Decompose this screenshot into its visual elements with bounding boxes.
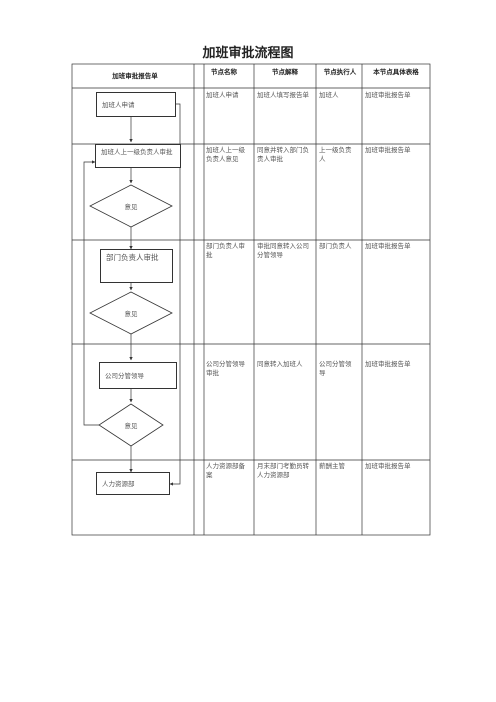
flow-box-company-leader: 公司分管领导: [99, 362, 177, 389]
flow-box-superior: 加班人上一级负责人审批: [95, 144, 181, 168]
row3-exec: 部门负责人: [319, 242, 352, 250]
header-node-name: 节点名称: [211, 68, 237, 76]
row2-form: 加班审批报告单: [365, 146, 411, 154]
header-node-form: 本节点具体表格: [373, 68, 419, 76]
header-node-desc: 节点解释: [272, 68, 298, 76]
row1-form: 加班审批报告单: [365, 91, 411, 99]
row5-form: 加班审批报告单: [365, 462, 411, 470]
flow-box-dept-head: 部门负责人审批: [100, 249, 173, 283]
row4-form: 加班审批报告单: [365, 360, 411, 368]
row2-node: 加班人上一级负责人意见: [206, 146, 245, 163]
diamond-label-2: 意见: [124, 310, 138, 318]
header-flow: 加班审批报告单: [112, 72, 158, 80]
row1-desc: 加班人填写报告单: [257, 91, 309, 99]
row2-desc: 同意并转入部门负责人审批: [257, 146, 309, 163]
row5-node: 人力资源部备案: [206, 462, 245, 479]
page-title: 加班审批流程图: [202, 46, 294, 61]
row4-node: 公司分管领导审批: [206, 360, 245, 377]
row2-exec: 上一级负责人: [319, 146, 352, 163]
row5-desc: 月末部门考勤员转人力资源部: [257, 462, 309, 479]
row4-exec: 公司分管领导: [319, 360, 352, 377]
header-node-exec: 节点执行人: [323, 68, 357, 76]
row3-node: 部门负责人审批: [206, 242, 245, 259]
row1-node: 加班人申请: [206, 91, 239, 99]
row3-form: 加班审批报告单: [365, 242, 411, 250]
row4-desc: 同意转入加班人: [257, 360, 303, 368]
row3-desc: 审批同意转入公司分管领导: [257, 242, 309, 259]
diamond-label-3: 意见: [124, 422, 138, 430]
row1-exec: 加班人: [319, 91, 339, 99]
row5-exec: 薪酬主管: [319, 462, 345, 470]
flow-box-hr: 人力资源部: [96, 472, 170, 495]
flow-box-applicant: 加班人申请: [96, 92, 176, 117]
diamond-label-1: 意见: [124, 203, 138, 211]
